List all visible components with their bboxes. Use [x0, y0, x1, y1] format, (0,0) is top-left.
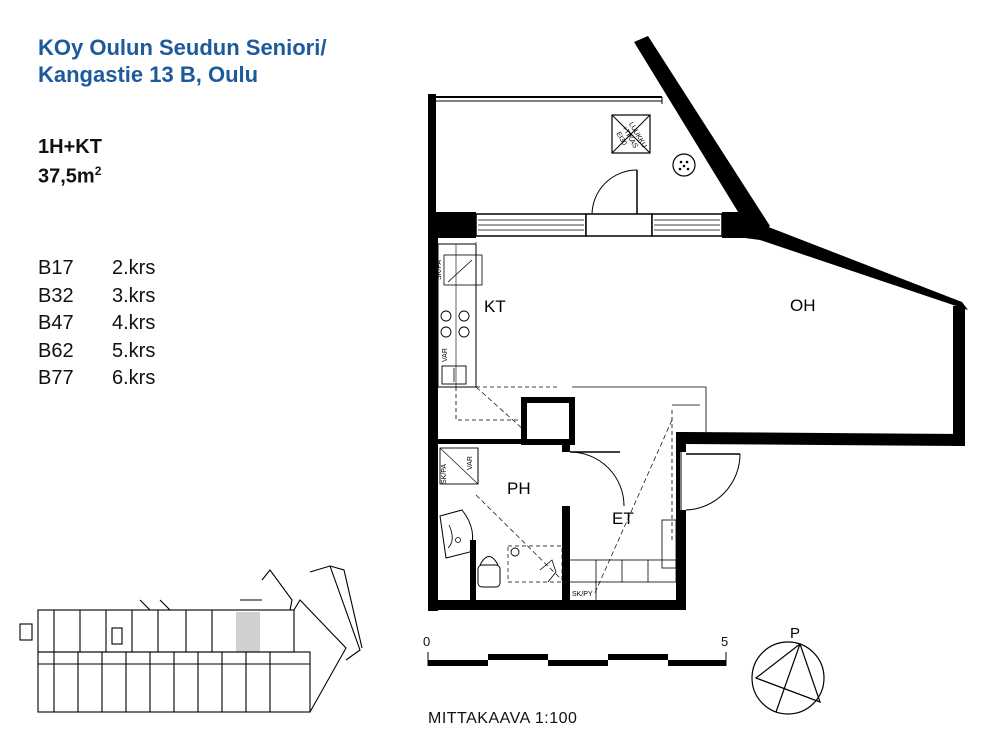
living-room-upper-wall [740, 216, 968, 310]
room-label-kitchen: KT [484, 297, 506, 316]
stove-burner-icon [458, 326, 470, 338]
unit-code: B32 [38, 284, 74, 307]
balcony: LUUKKU +TIKAS EI30 [428, 36, 770, 238]
unit-code: B47 [38, 312, 74, 334]
unit-row: B32 3.krs [38, 283, 155, 311]
bathroom-variant-label: VAR [467, 456, 474, 470]
unit-code: B62 [38, 339, 74, 362]
scale-label: MITTAKAAVA 1:100 [428, 710, 578, 727]
unit-code: B17 [38, 257, 74, 279]
sink-icon [441, 365, 467, 385]
room-label-entry: ET [612, 509, 634, 528]
left-wall [428, 236, 438, 611]
kitchen-variant-label: VAR [442, 348, 449, 362]
apartment-type: 1H+KT [38, 136, 102, 158]
unit-floor: 3.krs [112, 284, 156, 307]
stove-burner-icon [440, 310, 452, 322]
unit-row: B62 5.krs [38, 338, 155, 366]
entrance-door [680, 452, 741, 511]
entry-cabinet-label: SK/PY [572, 591, 593, 598]
unit-floor: 5.krs [112, 339, 156, 362]
bottom-wall [428, 600, 686, 610]
balcony-diagonal-wall [634, 36, 770, 238]
hallway-elements [475, 386, 707, 600]
scale-start-label: 0 [423, 634, 431, 649]
stove-burner-icon [440, 326, 452, 338]
key-plan-highlight [236, 612, 260, 652]
title-line-1: KOy Oulun Seudun Seniori/ [38, 35, 327, 60]
key-plan [19, 565, 363, 713]
living-room-lower-wall [686, 432, 965, 446]
building-title: KOy Oulun Seudun Seniori/ Kangastie 13 B… [38, 34, 326, 88]
toilet-icon [477, 556, 501, 588]
kitchen-counter [437, 242, 560, 421]
unit-row: B47 4.krs [38, 310, 155, 338]
roof-hatch-icon: LUUKKU +TIKAS EI30 [611, 114, 651, 154]
compass-north-label: P [790, 625, 800, 642]
unit-row: B77 6.krs [38, 365, 155, 393]
bathroom-door [567, 451, 625, 507]
drain-icon [672, 153, 696, 177]
bathroom-fixtures [439, 447, 563, 588]
compass-icon [751, 641, 825, 715]
entry-right-wall [676, 432, 686, 610]
interior-walls [438, 397, 575, 602]
bathroom-cabinet-label: SK/PA [441, 464, 448, 484]
balcony-left-wall [428, 94, 436, 218]
stove-burner-icon [458, 310, 470, 322]
washbasin-icon [439, 509, 474, 559]
title-line-2: Kangastie 13 B, Oulu [38, 62, 259, 87]
unit-list: B17 2.krs B32 3.krs B47 4.krs B62 5.krs B77 6… [38, 255, 155, 393]
unit-floor: 4.krs [112, 312, 156, 334]
unit-floor: 2.krs [112, 257, 156, 279]
balcony-door-swing [591, 169, 638, 216]
exterior-walls [428, 216, 968, 611]
unit-floor: 6.krs [112, 367, 156, 389]
apartment-area: 37,5m2 [38, 164, 102, 188]
shaft [521, 397, 575, 445]
room-label-living-room: OH [790, 296, 816, 315]
apartment-info: 1H+KT 37,5m2 [38, 135, 102, 189]
unit-row: B17 2.krs [38, 255, 155, 283]
kitchen-cabinet-label: SK/PA [436, 260, 443, 280]
window-wall [428, 212, 750, 238]
unit-code: B77 [38, 367, 74, 389]
bathroom-wall [562, 506, 570, 602]
scale-bar [427, 652, 727, 666]
room-label-bathroom: PH [507, 479, 531, 498]
scale-end-label: 5 [721, 634, 729, 649]
living-room-right-wall [953, 306, 965, 446]
